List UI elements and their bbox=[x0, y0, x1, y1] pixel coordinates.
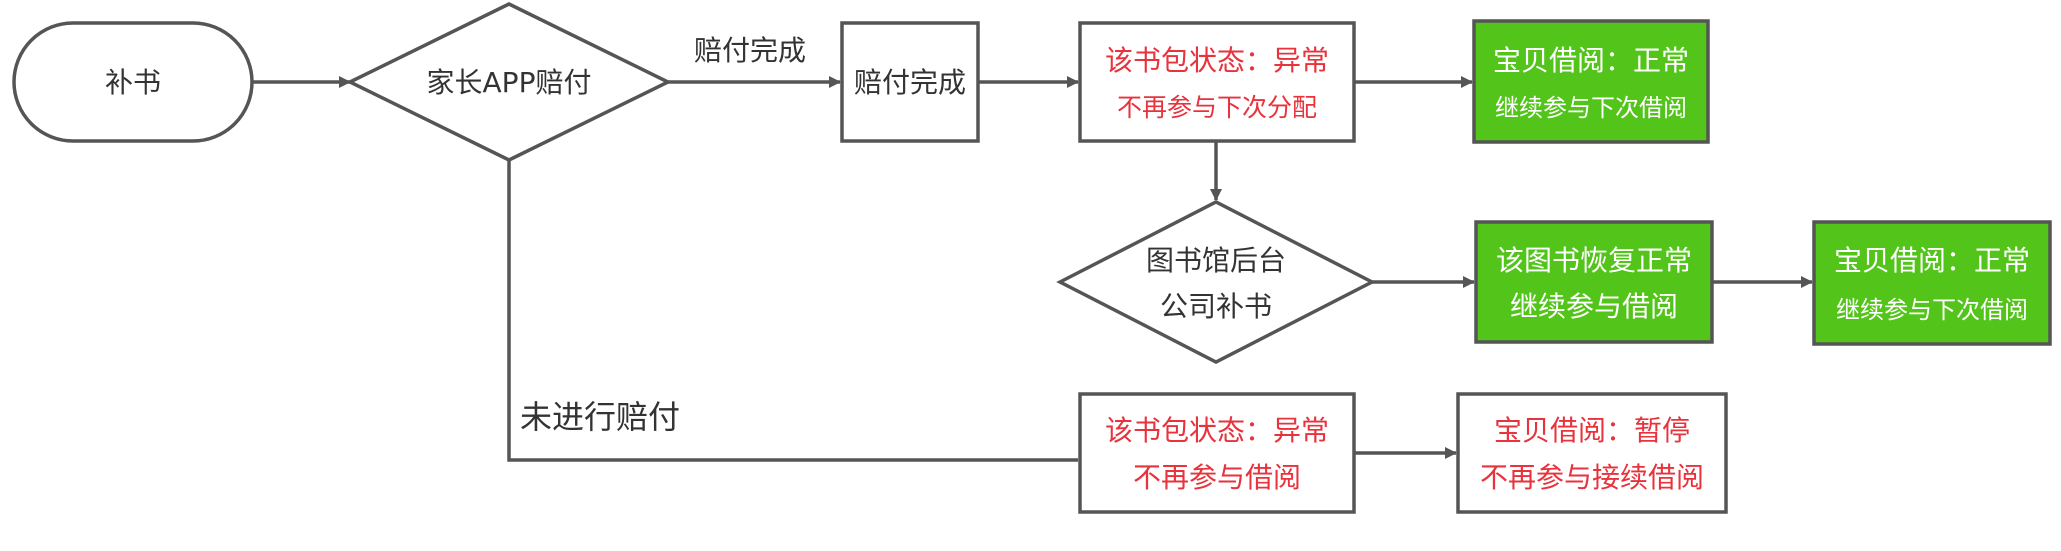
node-bag-abnormal-bottom-line1: 该书包状态：异常 bbox=[1105, 414, 1329, 447]
node-baby-normal-mid-line2: 继续参与下次借阅 bbox=[1836, 296, 2028, 324]
node-baby-paused-line2: 不再参与接续借阅 bbox=[1480, 461, 1704, 494]
edge-label-paid: 赔付完成 bbox=[694, 34, 806, 67]
node-parent-app-pay-label: 家长APP赔付 bbox=[427, 66, 592, 99]
node-bag-abnormal-top-line2: 不再参与下次分配 bbox=[1117, 93, 1317, 122]
node-library-backend-line1: 图书馆后台 bbox=[1146, 244, 1286, 277]
node-bag-abnormal-bottom: 该书包状态：异常 不再参与借阅 bbox=[1078, 392, 1356, 514]
node-library-backend-shape bbox=[1056, 200, 1376, 364]
node-baby-paused-shape bbox=[1456, 392, 1728, 514]
node-pay-done-label: 赔付完成 bbox=[854, 66, 966, 99]
node-bag-abnormal-top-line1: 该书包状态：异常 bbox=[1105, 44, 1329, 77]
edge-label-unpaid: 未进行赔付 bbox=[520, 398, 680, 436]
edge-pay-to-bag-bottom bbox=[507, 160, 1078, 462]
node-baby-paused: 宝贝借阅：暂停 不再参与接续借阅 bbox=[1456, 392, 1728, 514]
node-baby-paused-line1: 宝贝借阅：暂停 bbox=[1494, 414, 1690, 447]
node-pay-done: 赔付完成 bbox=[840, 21, 980, 143]
node-baby-normal-top-line1: 宝贝借阅：正常 bbox=[1493, 44, 1689, 77]
node-bag-abnormal-top-shape bbox=[1078, 21, 1356, 143]
node-baby-normal-top: 宝贝借阅：正常 继续参与下次借阅 bbox=[1472, 19, 1710, 144]
node-start: 补书 bbox=[12, 21, 254, 143]
node-parent-app-pay: 家长APP赔付 bbox=[346, 2, 672, 162]
node-book-restored-shape bbox=[1474, 220, 1714, 344]
node-start-shape bbox=[12, 21, 254, 143]
node-start-label: 补书 bbox=[105, 66, 161, 99]
node-baby-normal-mid: 宝贝借阅：正常 继续参与下次借阅 bbox=[1812, 220, 2052, 346]
node-pay-done-shape bbox=[840, 21, 980, 143]
node-book-restored-line2: 继续参与借阅 bbox=[1510, 290, 1678, 323]
connectors bbox=[252, 76, 1813, 462]
node-book-restored-line1: 该图书恢复正常 bbox=[1496, 244, 1692, 277]
node-library-backend: 图书馆后台 公司补书 bbox=[1056, 200, 1376, 364]
node-baby-normal-mid-line1: 宝贝借阅：正常 bbox=[1834, 244, 2030, 277]
node-parent-app-pay-shape bbox=[346, 2, 672, 162]
node-library-backend-line2: 公司补书 bbox=[1160, 290, 1272, 323]
node-bag-abnormal-bottom-line2: 不再参与借阅 bbox=[1133, 461, 1301, 494]
node-book-restored: 该图书恢复正常 继续参与借阅 bbox=[1474, 220, 1714, 344]
node-bag-abnormal-top: 该书包状态：异常 不再参与下次分配 bbox=[1078, 21, 1356, 143]
node-baby-normal-mid-shape bbox=[1812, 220, 2052, 346]
node-baby-normal-top-shape bbox=[1472, 19, 1710, 144]
node-bag-abnormal-bottom-shape bbox=[1078, 392, 1356, 514]
node-baby-normal-top-line2: 继续参与下次借阅 bbox=[1495, 94, 1687, 122]
